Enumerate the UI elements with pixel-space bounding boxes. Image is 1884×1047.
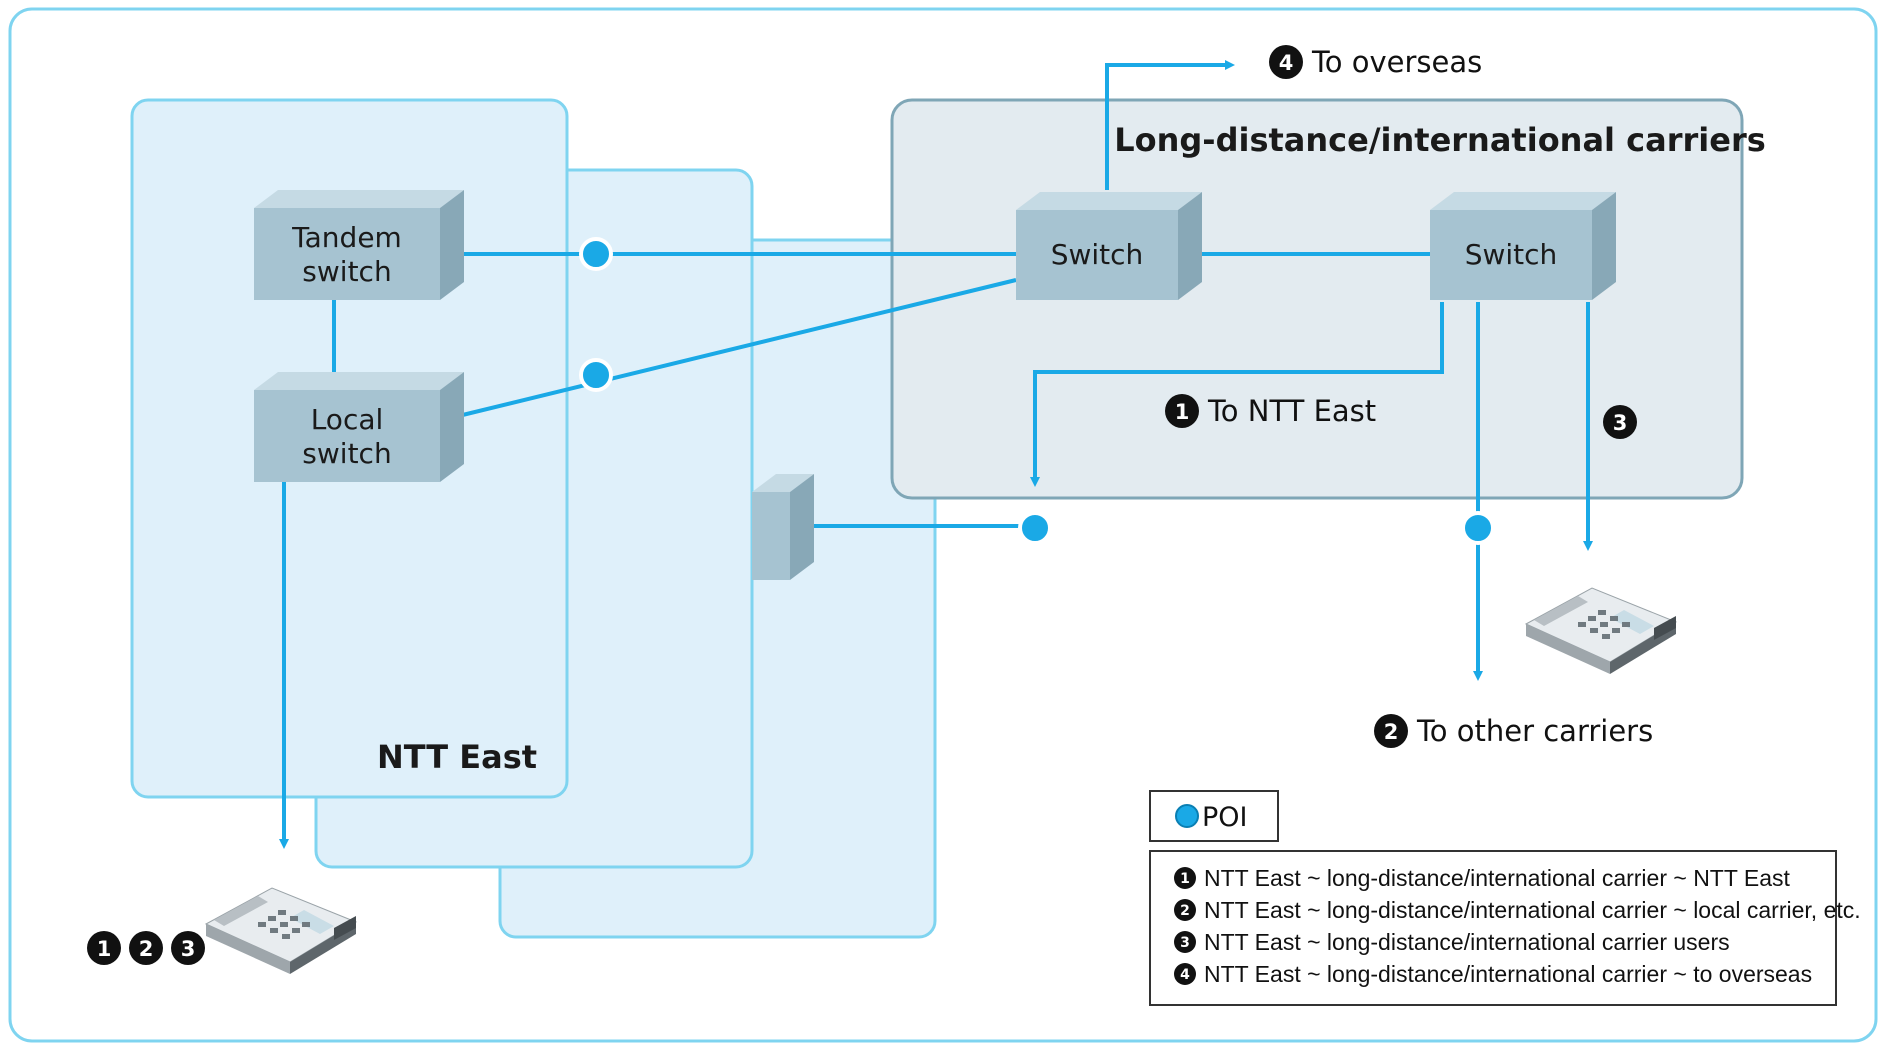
tandem-switch: Tandem switch: [254, 190, 464, 300]
tandem-switch-line1: Tandem: [291, 221, 402, 254]
route-2-annotation: 2 To other carriers: [1374, 714, 1653, 748]
to-ntt-east-arrow: [1030, 302, 1444, 487]
route-1-label: To NTT East: [1207, 394, 1376, 428]
tandem-switch-line2: switch: [302, 255, 391, 288]
poi-legend: POI: [1149, 790, 1279, 842]
local-switch-line1: Local: [311, 403, 384, 436]
legend-num-4: 4: [1180, 967, 1190, 983]
phone-badge-2: 2: [139, 937, 154, 961]
poi-dot-icon: [1461, 511, 1495, 545]
poi-dot-icon: [1018, 511, 1052, 545]
third-ntt-switch: [752, 474, 814, 580]
local-switch: Local switch: [254, 372, 464, 482]
legend-item-4: NTT East ~ long-distance/international c…: [1204, 961, 1812, 987]
legend-num-2: 2: [1180, 903, 1190, 919]
route-3-annotation: 3: [1603, 405, 1637, 439]
poi-dot-icon: [1175, 804, 1199, 828]
carrier-switch-a: Switch: [1016, 192, 1202, 300]
legend-item-2: NTT East ~ long-distance/international c…: [1204, 897, 1861, 923]
route-4-number: 4: [1279, 51, 1294, 75]
legend-num-3: 3: [1180, 935, 1190, 951]
carrier-switch-b-label: Switch: [1465, 238, 1558, 271]
telephone-icon: [1524, 587, 1678, 674]
poi-legend-label: POI: [1202, 802, 1248, 833]
route-2-number: 2: [1384, 720, 1399, 744]
route-2-label: To other carriers: [1416, 714, 1653, 748]
local-switch-line2: switch: [302, 437, 391, 470]
carrier-switch-b: Switch: [1430, 192, 1616, 300]
legend-num-1: 1: [1180, 871, 1190, 887]
legend-item-3: NTT East ~ long-distance/international c…: [1204, 929, 1730, 955]
poi-dot-icon: [579, 358, 613, 392]
route-arrows: [279, 60, 1593, 849]
poi-points: [579, 237, 1495, 545]
poi-dot-icon: [579, 237, 613, 271]
route-1-annotation: 1 To NTT East: [1165, 394, 1376, 428]
route-1-number: 1: [1175, 400, 1190, 424]
route-4-label: To overseas: [1311, 45, 1482, 79]
overseas-arrow: [1105, 60, 1235, 190]
phone-badge-3: 3: [181, 937, 196, 961]
legend-item-1: NTT East ~ long-distance/international c…: [1204, 865, 1791, 891]
carrier-switch-a-label: Switch: [1051, 238, 1144, 271]
carriers-title: Long-distance/international carriers: [1114, 121, 1766, 159]
route-4-annotation: 4 To overseas: [1269, 45, 1482, 79]
connection-lines: [332, 252, 1430, 528]
route-legend: 1 NTT East ~ long-distance/international…: [1149, 850, 1861, 1006]
local-carrier-link: [441, 278, 1017, 422]
ntt-east-title: NTT East: [377, 738, 537, 776]
route-3-number: 3: [1613, 411, 1628, 435]
phone-badges: 1 2 3: [87, 931, 205, 965]
telephone-icon: [204, 887, 358, 974]
phone-badge-1: 1: [97, 937, 112, 961]
